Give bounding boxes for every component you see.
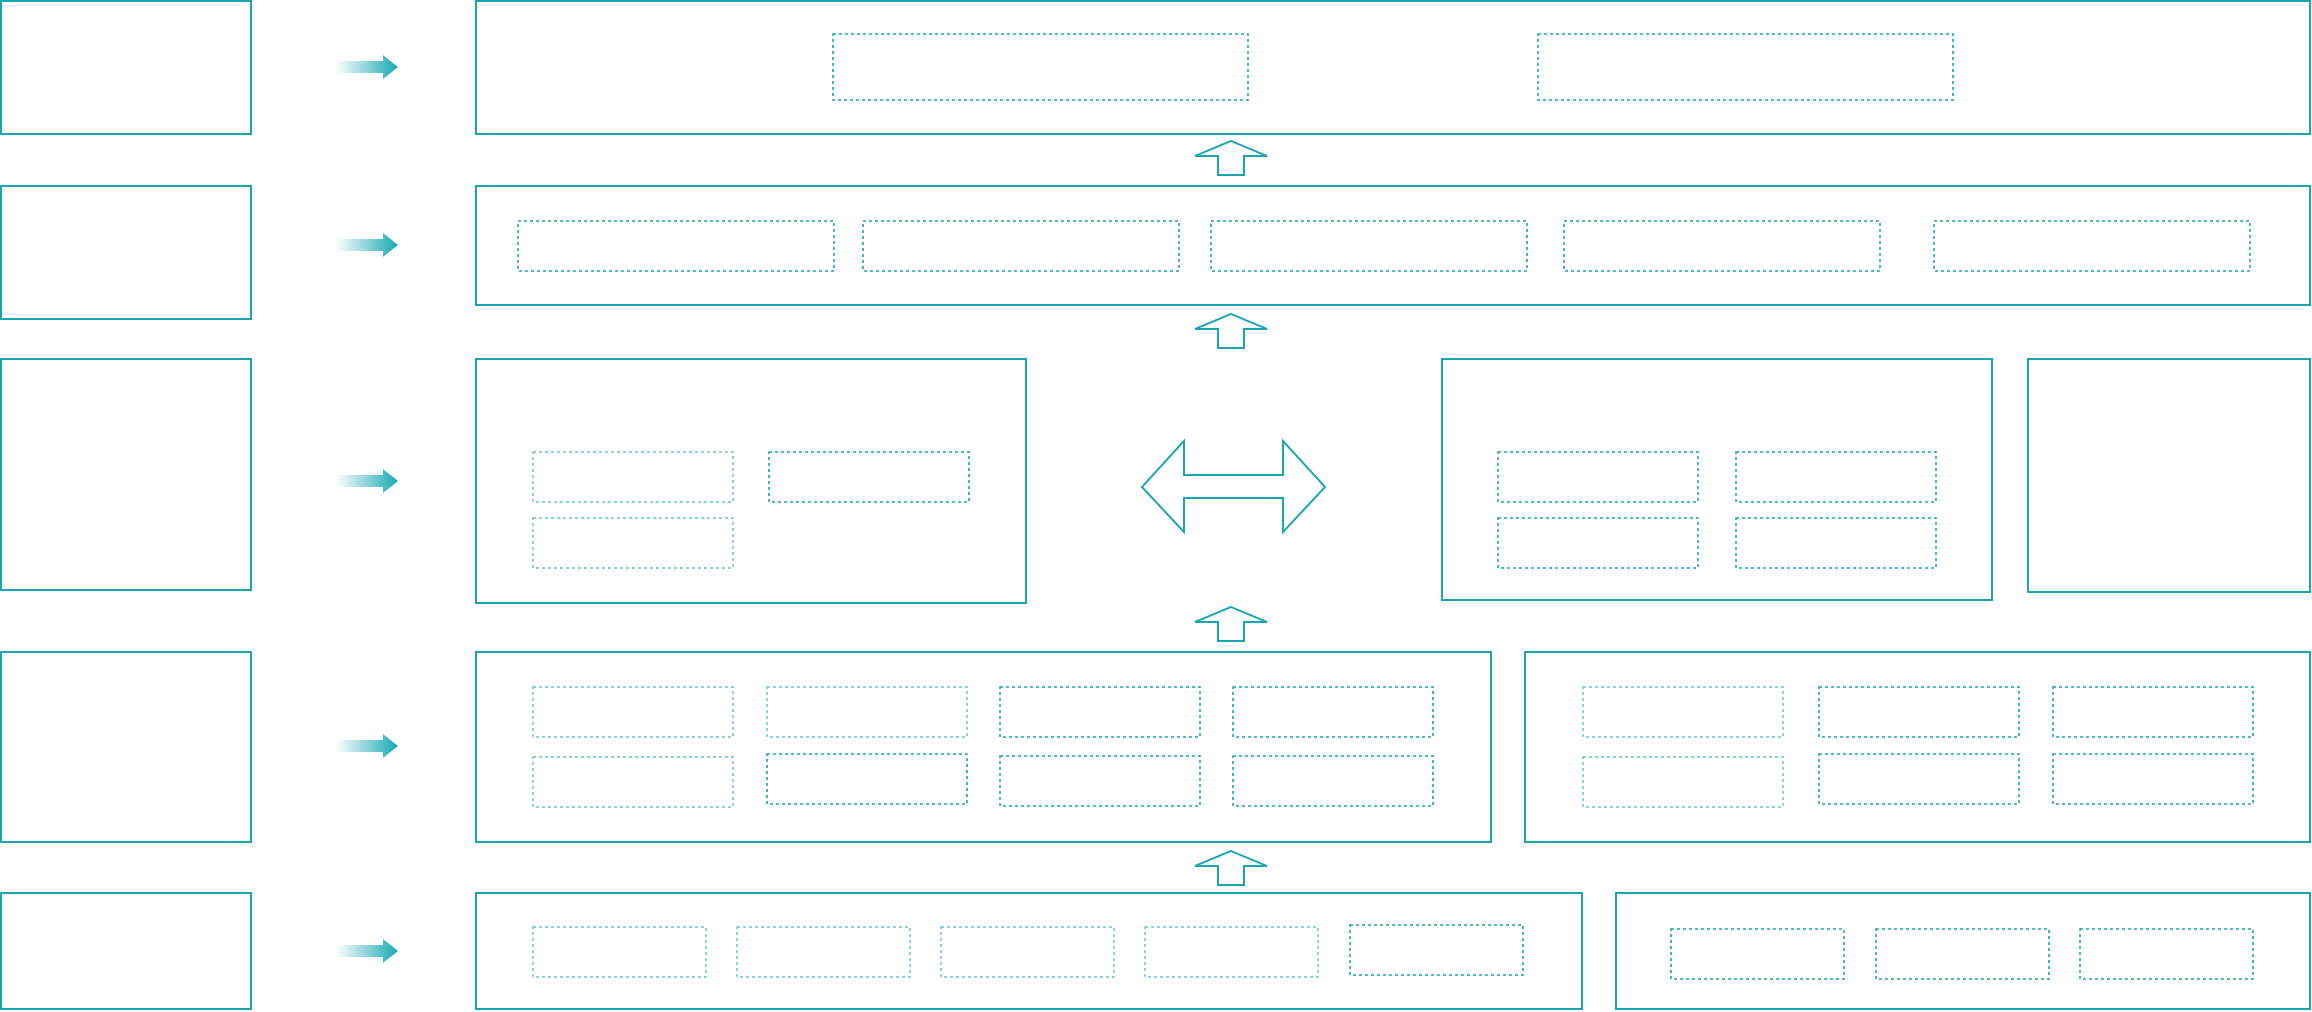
component-slot: [1933, 220, 2251, 272]
layer-label-box: [0, 892, 252, 1010]
layer-4-panel-left: [475, 651, 1492, 843]
component-slot: [2079, 928, 2254, 980]
component-slot: [1563, 220, 1881, 272]
component-slot: [940, 926, 1115, 978]
right-arrow-icon: [336, 939, 398, 963]
component-slot: [1582, 756, 1784, 808]
component-slot: [532, 686, 734, 738]
layer-3-panel-left: [475, 358, 1027, 604]
hollow-up-arrow-icon: [1194, 849, 1268, 886]
component-slot: [1875, 928, 2050, 980]
component-slot: [766, 753, 968, 805]
layer-5-panel-left: [475, 892, 1583, 1010]
component-slot: [1537, 33, 1954, 101]
layer-label-box: [0, 358, 252, 591]
layer-5-panel-right: [1615, 892, 2311, 1010]
component-slot: [1232, 686, 1434, 738]
component-slot: [532, 756, 734, 808]
component-slot: [1818, 686, 2020, 738]
component-slot: [532, 517, 734, 569]
component-slot: [1144, 926, 1319, 978]
component-slot: [532, 451, 734, 503]
right-arrow-icon: [336, 469, 398, 493]
component-slot: [1735, 517, 1937, 569]
component-slot: [766, 686, 968, 738]
layer-2-panel-main: [475, 185, 2311, 306]
layer-label-box: [0, 651, 252, 843]
layer-label-box: [0, 185, 252, 320]
component-slot: [1210, 220, 1528, 272]
hollow-up-arrow-icon: [1194, 605, 1268, 642]
component-slot: [999, 686, 1201, 738]
hollow-up-arrow-icon: [1194, 139, 1268, 176]
layer-4-panel-right: [1524, 651, 2311, 843]
component-slot: [832, 33, 1249, 101]
component-slot: [1582, 686, 1784, 738]
hollow-double-arrow-icon: [1140, 438, 1327, 535]
right-arrow-icon: [336, 734, 398, 758]
component-slot: [768, 451, 970, 503]
component-slot: [1735, 451, 1937, 503]
component-slot: [1497, 451, 1699, 503]
component-slot: [532, 926, 707, 978]
layer-label-box: [0, 0, 252, 135]
component-slot: [2052, 686, 2254, 738]
component-slot: [1497, 517, 1699, 569]
right-arrow-icon: [336, 233, 398, 257]
component-slot: [1670, 928, 1845, 980]
component-slot: [999, 755, 1201, 807]
layer-1-panel-main: [475, 0, 2311, 135]
component-slot: [1349, 924, 1524, 976]
component-slot: [2052, 753, 2254, 805]
component-slot: [862, 220, 1180, 272]
right-arrow-icon: [336, 55, 398, 79]
layer-3-panel-right: [1441, 358, 1993, 601]
component-slot: [1232, 755, 1434, 807]
component-slot: [517, 220, 835, 272]
layer-3-panel-side: [2027, 358, 2311, 593]
component-slot: [1818, 753, 2020, 805]
component-slot: [736, 926, 911, 978]
hollow-up-arrow-icon: [1194, 312, 1268, 349]
